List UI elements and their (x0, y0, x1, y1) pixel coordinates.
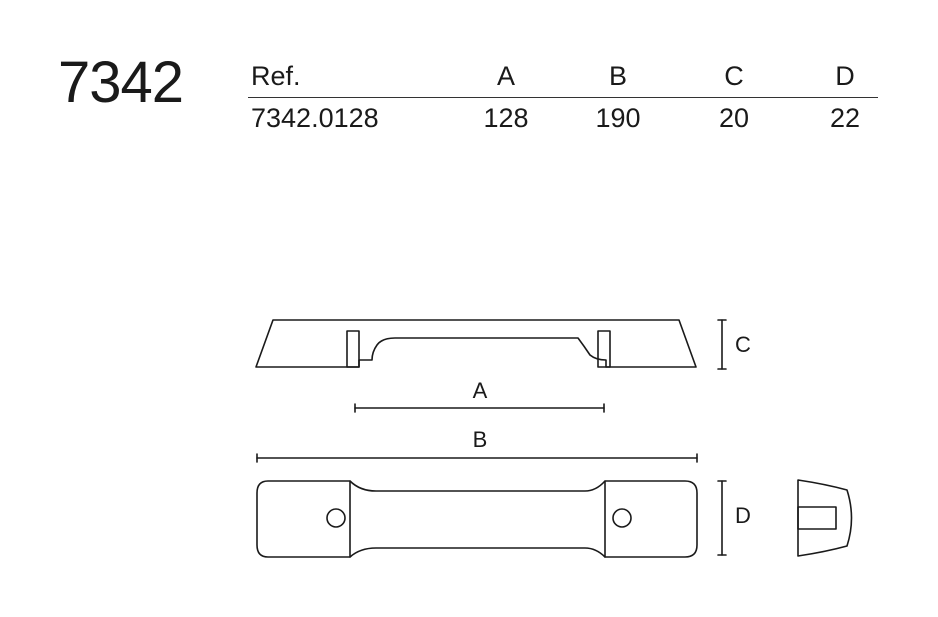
right-screw-hole (612, 508, 632, 528)
end-view-slot (797, 506, 837, 530)
header-c: C (724, 61, 744, 91)
left-screw-hole (326, 508, 346, 528)
model-number: 7342 (58, 50, 184, 115)
table-header: Ref. A B C D (248, 60, 878, 98)
side-view-right-post (597, 330, 611, 368)
dimension-d-label: D (735, 503, 751, 528)
cell-b: 190 (595, 103, 641, 133)
table-row: 7342.0128 128 190 20 22 (248, 102, 878, 134)
end-view (797, 479, 853, 557)
top-view (256, 480, 698, 558)
dimension-a-label: A (473, 378, 488, 403)
cell-ref: 7342.0128 (251, 103, 379, 133)
end-view-outline (797, 479, 853, 557)
cell-d: 22 (829, 103, 861, 133)
top-view-outline (256, 480, 698, 558)
cell-a: 128 (483, 103, 529, 133)
dimension-c (717, 319, 727, 370)
dimension-b (256, 453, 698, 463)
dimension-b-label: B (473, 427, 488, 452)
side-view-outline (255, 319, 697, 368)
header-a: A (496, 61, 516, 91)
side-view (255, 319, 697, 368)
header-d: D (835, 61, 855, 91)
dimension-c-label: C (735, 332, 751, 357)
side-view-left-post (346, 330, 360, 368)
spec-table: Ref. A B C D 7342.0128 128 190 20 22 (248, 60, 878, 134)
cell-c: 20 (718, 103, 750, 133)
header-ref: Ref. (251, 61, 301, 91)
dimension-d (717, 480, 727, 556)
header-b: B (608, 61, 628, 91)
dimension-a (354, 403, 605, 413)
